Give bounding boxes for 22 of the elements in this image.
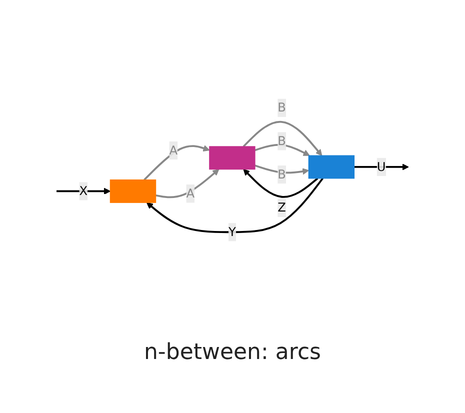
edge-label: A (169, 142, 178, 158)
arrow (354, 164, 409, 170)
edge-label: U (376, 159, 386, 174)
node-bar (209, 146, 256, 170)
arrow (146, 178, 324, 234)
arrow (144, 145, 210, 181)
arrow (254, 144, 310, 156)
edge-label: Z (278, 200, 286, 215)
note-text: n-between: arcs (144, 340, 322, 365)
node-bar (110, 179, 156, 203)
edge-label: A (186, 186, 195, 200)
edge-label: B (278, 100, 286, 115)
node-bar (308, 155, 355, 179)
edge-label: B (278, 166, 286, 182)
edge-label: Y (228, 224, 236, 239)
arrow (243, 168, 318, 198)
arrow (242, 120, 322, 156)
edge-label: B (278, 134, 286, 148)
arrow (56, 188, 111, 195)
edge-label: X (79, 184, 88, 198)
arrow (156, 168, 220, 198)
arrow (254, 164, 309, 175)
